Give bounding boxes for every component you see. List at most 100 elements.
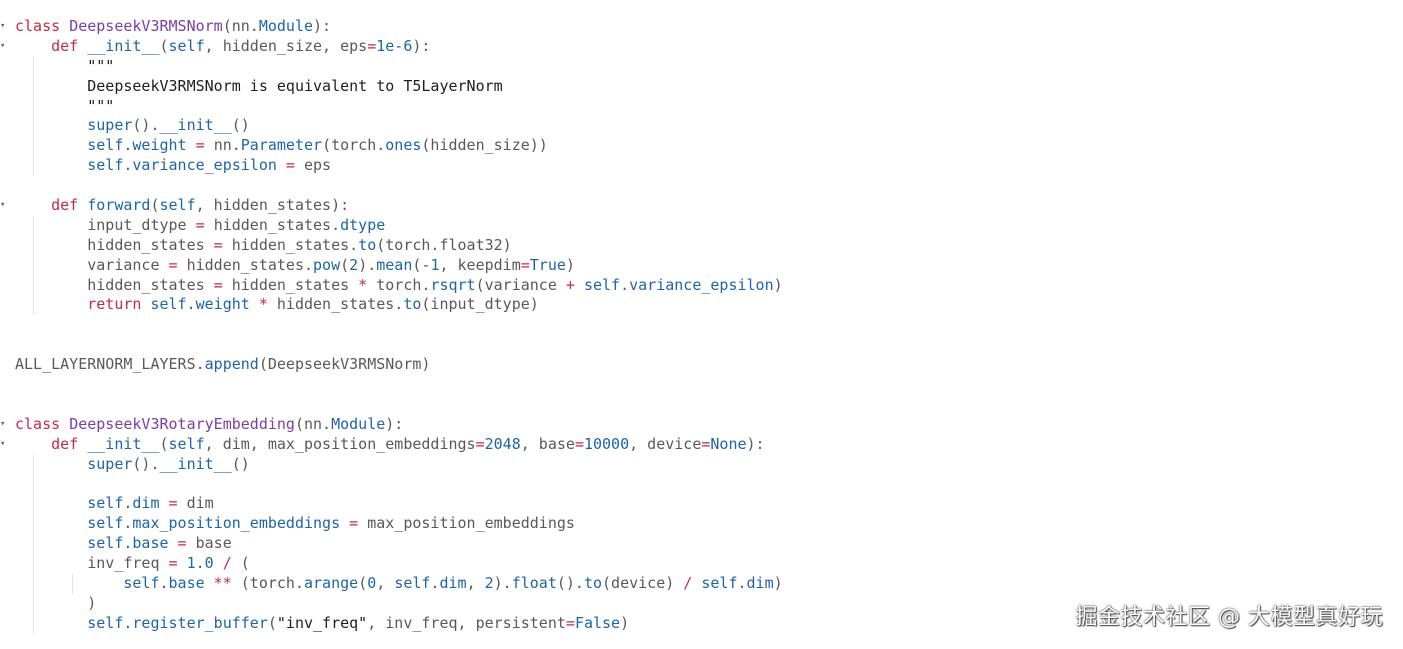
code-token: = (340, 514, 368, 533)
code-line: variance = hidden_states.pow(2).mean(-1,… (0, 255, 1403, 276)
code-token: 2 (484, 573, 494, 592)
code-token: max_position_embeddings (132, 514, 341, 533)
indent-guide (33, 76, 34, 97)
code-text: self.base ** (torch.arange(0, self.dim, … (15, 573, 783, 594)
fold-chevron-icon[interactable]: ▾ (0, 438, 6, 449)
code-text: def __init__(self, dim, max_position_emb… (15, 434, 764, 455)
code-token: 2 (349, 255, 359, 274)
code-token: __init__ (87, 36, 160, 55)
code-token: , dim, max_position_embeddings (204, 434, 476, 453)
indent-space (15, 116, 87, 134)
indent-space (15, 494, 87, 512)
indent-guide (33, 295, 34, 316)
fold-chevron-icon[interactable]: ▾ (0, 40, 6, 51)
code-token: , (466, 573, 485, 592)
indent-guide (33, 494, 34, 515)
code-token: self (87, 613, 124, 632)
indent-space (15, 37, 51, 55)
code-line: ▾ def forward(self, hidden_states): (0, 196, 1403, 216)
code-token: . (123, 613, 133, 632)
code-token: None (710, 434, 747, 453)
indent-guide (33, 514, 34, 535)
code-line: inv_freq = 1.0 / ( (0, 554, 1403, 574)
code-line: self.max_position_embeddings = max_posit… (0, 514, 1403, 535)
code-token: . (123, 136, 133, 155)
code-line: self.dim = dim (0, 494, 1403, 515)
code-token: ): (412, 36, 431, 55)
code-token: hidden_states. (186, 255, 314, 274)
indent-guide (33, 454, 34, 475)
fold-chevron-icon[interactable]: ▾ (0, 200, 6, 211)
code-line (0, 395, 1403, 415)
code-token: = (204, 275, 232, 294)
code-token: () (231, 116, 250, 135)
indent-space (15, 196, 51, 214)
code-token: / (213, 554, 241, 573)
code-token: ). (493, 573, 512, 592)
code-token: ( (150, 196, 160, 215)
code-token: self (87, 136, 124, 155)
code-token: , hidden_size, eps (204, 36, 368, 55)
code-token: (device) (602, 573, 675, 592)
code-token: to (403, 295, 422, 314)
fold-chevron-icon[interactable]: ▾ (0, 418, 6, 429)
code-token: = (701, 434, 711, 453)
code-token: nn. (213, 136, 241, 155)
code-line: ▾ class DeepseekV3RMSNorm(nn.Module): (0, 17, 1403, 37)
code-token: ): (385, 414, 404, 433)
code-token: (variance (475, 275, 557, 294)
code-line: hidden_states = hidden_states.to(torch.f… (0, 235, 1403, 256)
code-text: ) (15, 594, 96, 614)
code-token: True (529, 255, 566, 274)
code-token: ( (267, 613, 277, 632)
code-token: (hidden_size)) (421, 136, 548, 155)
code-token: super (87, 116, 133, 135)
code-text: class DeepseekV3RMSNorm(nn.Module): (15, 17, 331, 37)
code-token: . (123, 514, 133, 533)
code-text: self.variance_epsilon = eps (15, 156, 331, 176)
code-token: ( (240, 554, 250, 573)
code-token: Module (258, 17, 314, 35)
code-token: ** (204, 573, 241, 592)
indent-guide (33, 573, 34, 594)
code-text: """ (15, 97, 114, 117)
code-token: ). (358, 255, 377, 274)
code-token: (torch. (240, 573, 304, 592)
code-text: return self.weight * hidden_states.to(in… (15, 295, 539, 315)
indent-space (15, 276, 87, 294)
code-token: self (159, 196, 196, 215)
code-token: "inv_freq" (276, 613, 368, 632)
code-token: = (159, 255, 187, 274)
indent-space (15, 455, 87, 473)
code-token: ) (773, 573, 783, 592)
code-editor[interactable]: ▾ class DeepseekV3RMSNorm(nn.Module): ▾ de… (0, 17, 1403, 634)
code-token: class (15, 414, 70, 433)
code-text: hidden_states = hidden_states.to(torch.f… (15, 236, 511, 256)
code-token: (input_dtype) (421, 295, 539, 314)
code-token: hidden_states (231, 275, 350, 294)
code-token: 10000 (583, 434, 630, 453)
indent-space (15, 514, 87, 532)
indent-space (15, 77, 87, 95)
code-line (0, 315, 1403, 335)
code-token: forward (87, 196, 151, 215)
code-token: 2048 (484, 434, 521, 453)
code-token: . (123, 494, 133, 513)
code-line (0, 176, 1403, 196)
indent-space (15, 554, 87, 572)
indent-space (15, 614, 87, 632)
code-text: variance = hidden_states.pow(2).mean(-1,… (15, 256, 575, 276)
code-token: , (376, 573, 395, 592)
indent-guide (33, 593, 34, 614)
code-token: . (430, 573, 440, 592)
code-token: . (737, 573, 747, 592)
code-token: 0 (367, 573, 377, 592)
code-token: class (15, 17, 70, 35)
code-token: self (150, 295, 187, 314)
code-line: self.variance_epsilon = eps (0, 156, 1403, 177)
fold-chevron-icon[interactable]: ▾ (0, 21, 6, 31)
code-text: ALL_LAYERNORM_LAYERS.append(DeepseekV3RM… (15, 355, 430, 375)
code-token: arange (304, 573, 359, 592)
code-token: (). (132, 116, 160, 135)
code-token: 1 (430, 255, 440, 274)
